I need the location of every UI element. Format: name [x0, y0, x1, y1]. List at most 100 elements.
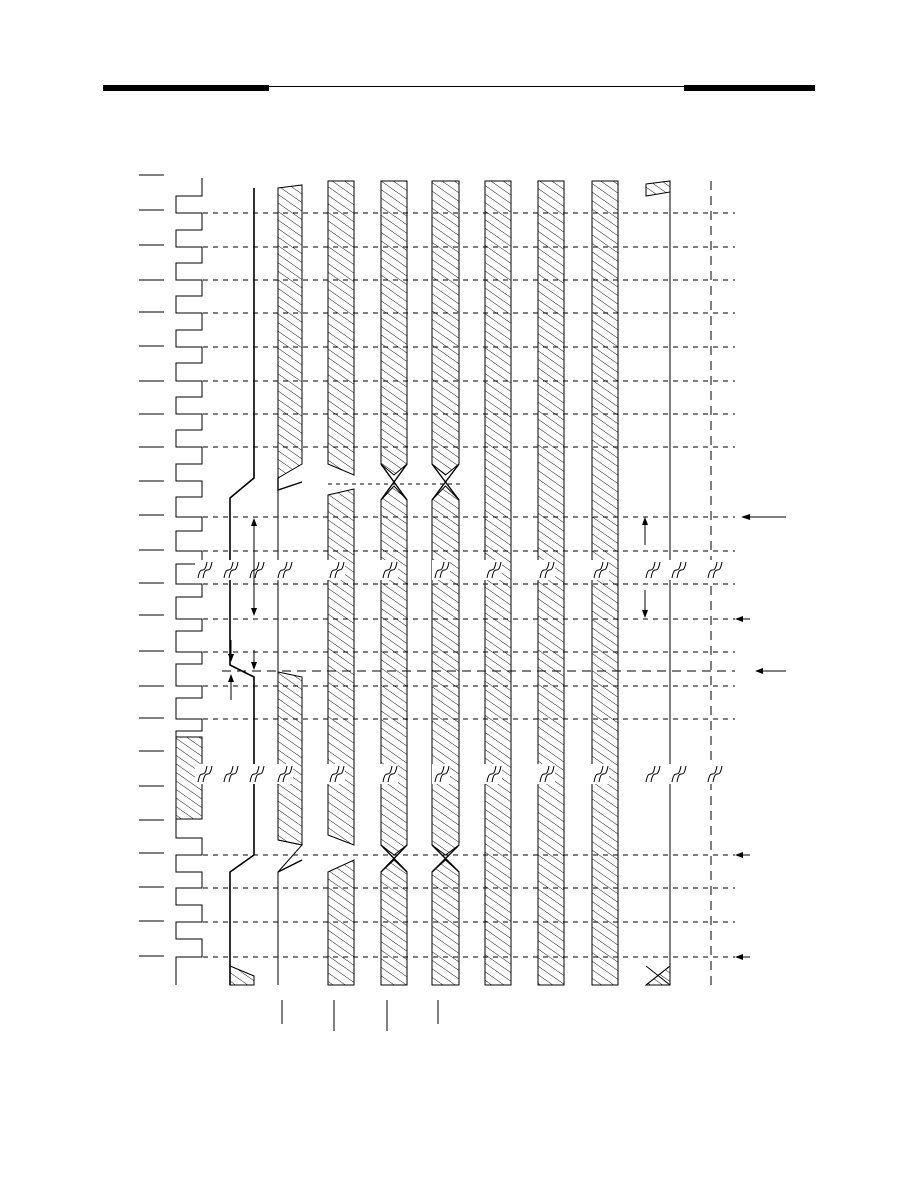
break-symbol-1-13 — [705, 560, 723, 580]
break-curve-a — [277, 765, 288, 783]
break-curve-a — [223, 765, 234, 783]
break-curve-b — [439, 765, 450, 783]
break-curve-b — [202, 561, 213, 579]
bus-lane-4-cross-2b — [380, 844, 408, 873]
break-curve-b — [712, 765, 723, 783]
control-signal-1-end-hatch — [229, 965, 255, 986]
hatched-lane-6 — [484, 180, 512, 986]
control-signal-1-waveform — [229, 188, 255, 985]
break-curve-a — [486, 765, 497, 783]
break-symbol-2-10 — [591, 764, 609, 784]
break-curve-a — [671, 765, 682, 783]
break-symbol-2-3 — [247, 764, 265, 784]
interval-marker-1 — [251, 518, 257, 616]
arrow-annotation-1 — [741, 514, 786, 520]
lane-leader-lines — [281, 1000, 439, 1031]
break-symbol-1-6 — [380, 560, 398, 580]
bus-lane-5-cross-1b — [431, 463, 460, 501]
header-rule-left-bar — [103, 85, 269, 91]
status-signal-start-hatch — [645, 180, 671, 197]
break-symbol-1-5 — [327, 560, 345, 580]
bus-lane-2-transition-b — [277, 839, 303, 985]
break-curve-b — [228, 765, 239, 783]
break-curve-a — [197, 765, 208, 783]
break-symbol-2-1 — [195, 764, 213, 784]
break-curve-b — [228, 561, 239, 579]
break-curve-b — [387, 561, 398, 579]
break-symbol-1-8 — [484, 560, 502, 580]
arrow-annotation-2 — [735, 616, 750, 622]
break-curve-a — [593, 561, 604, 579]
break-curve-b — [202, 765, 213, 783]
break-curve-a — [197, 561, 208, 579]
status-signal-end-edge-2 — [645, 965, 671, 986]
dashed-guide-lines — [203, 212, 735, 958]
clock-waveform — [175, 178, 203, 985]
hatched-lane-7 — [537, 180, 565, 986]
bus-lane-4-segment-c — [380, 859, 408, 986]
bus-lane-3-segment-b — [327, 488, 355, 846]
break-curve-a — [434, 765, 445, 783]
break-symbol-1-11 — [643, 560, 661, 580]
break-symbol-1-10 — [591, 560, 609, 580]
break-symbol-1-7 — [432, 560, 450, 580]
break-curve-b — [598, 561, 609, 579]
break-symbol-1-9 — [537, 560, 555, 580]
break-curve-b — [598, 765, 609, 783]
break-curve-b — [544, 561, 555, 579]
break-symbol-2-8 — [484, 764, 502, 784]
break-symbols — [195, 560, 723, 784]
break-symbol-2-7 — [432, 764, 450, 784]
break-curve-a — [249, 765, 260, 783]
break-curve-a — [539, 765, 550, 783]
arrow-annotation-4 — [735, 852, 750, 858]
interval-marker-2 — [642, 517, 648, 618]
break-curve-b — [439, 561, 450, 579]
status-signal-lane — [644, 180, 671, 986]
hatched-lane-8 — [591, 180, 619, 986]
annotation-arrows — [735, 514, 786, 960]
break-curve-a — [277, 561, 288, 579]
break-curve-b — [387, 765, 398, 783]
break-curve-a — [593, 765, 604, 783]
left-tick-marks — [139, 174, 164, 957]
break-curve-b — [334, 765, 345, 783]
break-curve-b — [491, 561, 502, 579]
break-curve-a — [486, 561, 497, 579]
bus-lane-3-segment-c — [327, 859, 355, 986]
break-curve-a — [223, 561, 234, 579]
break-symbol-1-12 — [669, 560, 687, 580]
break-symbol-2-9 — [537, 764, 555, 784]
break-curve-a — [671, 561, 682, 579]
break-curve-a — [434, 561, 445, 579]
bus-lane-5-cross-2b — [431, 844, 460, 873]
break-curve-b — [491, 765, 502, 783]
break-curve-a — [645, 765, 656, 783]
bus-lane-2-transition-a — [277, 478, 303, 491]
bus-lane-4-segment-a — [380, 180, 408, 476]
fully-hatched-lanes — [484, 180, 619, 986]
break-curve-b — [650, 765, 661, 783]
break-curve-b — [282, 561, 293, 579]
bus-lane-3-segment-a — [327, 180, 355, 476]
break-symbol-2-6 — [380, 764, 398, 784]
bus-lane-2-segment-a — [277, 184, 303, 479]
bus-lane-5-segment-a — [431, 180, 460, 476]
break-curve-a — [707, 765, 718, 783]
break-symbol-1-2 — [221, 560, 239, 580]
break-curve-a — [707, 561, 718, 579]
break-symbol-1-4 — [275, 560, 293, 580]
interval-marker-3 — [228, 640, 234, 700]
bus-lane-3 — [327, 180, 355, 986]
bus-lane-4-cross-1b — [380, 463, 408, 501]
break-curve-b — [334, 561, 345, 579]
break-curve-b — [676, 765, 687, 783]
bus-lanes-3-5 — [327, 180, 460, 986]
break-symbol-2-2 — [221, 764, 239, 784]
interval-marker-4 — [251, 650, 257, 670]
break-curve-b — [676, 561, 687, 579]
break-curve-b — [544, 765, 555, 783]
header-rule — [103, 85, 815, 91]
break-symbol-1-3 — [247, 560, 265, 580]
